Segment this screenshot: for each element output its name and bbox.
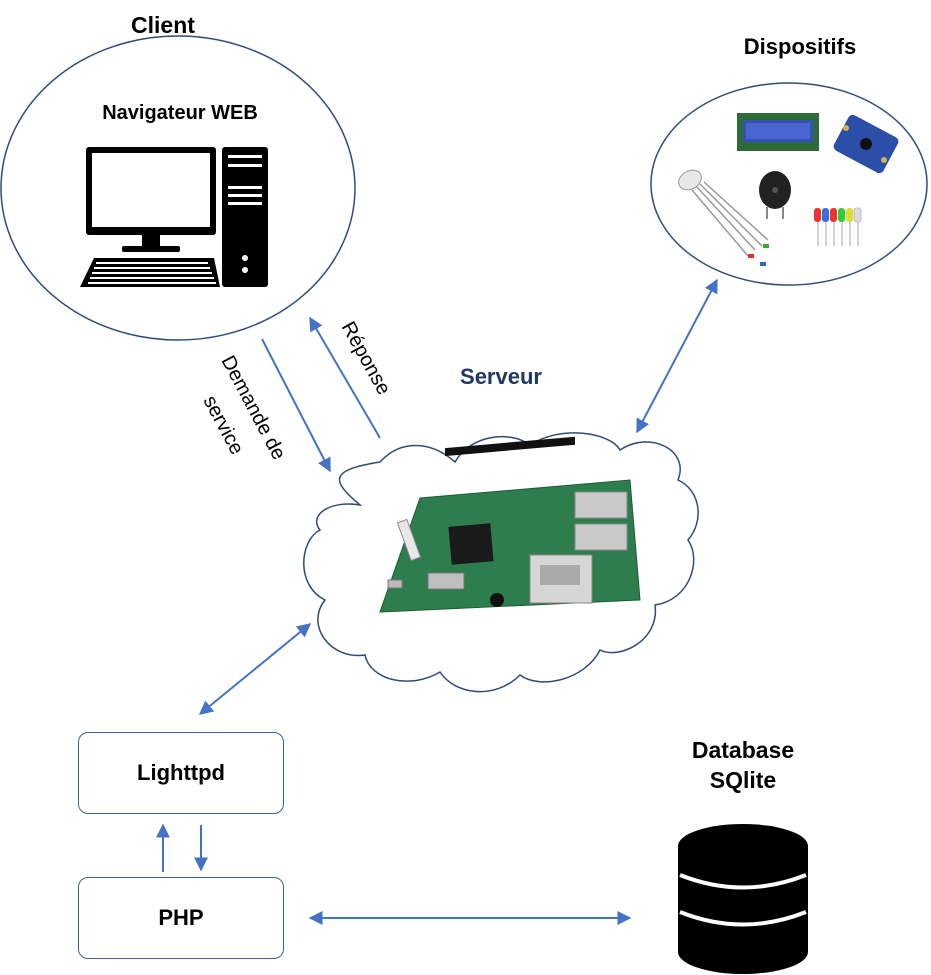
lcd-display-icon xyxy=(737,113,819,151)
lighttpd-box: Lighttpd xyxy=(78,732,284,814)
arrow-devices xyxy=(636,278,718,434)
buzzer-icon xyxy=(759,171,791,219)
php-box: PHP xyxy=(78,877,284,959)
raspberry-pi-board-icon xyxy=(379,436,641,613)
server-title: Serveur xyxy=(460,364,542,389)
database-title-line2: SQlite xyxy=(709,767,777,793)
arrow-request xyxy=(261,338,331,473)
arrow-response xyxy=(309,316,381,439)
php-label: PHP xyxy=(158,905,204,930)
lighttpd-label: Lighttpd xyxy=(137,760,225,785)
client-title: Client xyxy=(131,12,195,38)
devices-title: Dispositifs xyxy=(743,34,857,59)
browser-label: Navigateur WEB xyxy=(102,102,258,124)
database-title-line1: Database xyxy=(691,737,795,763)
arrow-lighttpd-server xyxy=(198,623,312,715)
database-icon xyxy=(678,824,808,974)
rgb-led-icon xyxy=(678,169,769,266)
sensor-board-icon xyxy=(833,114,899,174)
led-set-icon xyxy=(814,207,862,246)
desktop-computer-icon xyxy=(80,147,268,287)
